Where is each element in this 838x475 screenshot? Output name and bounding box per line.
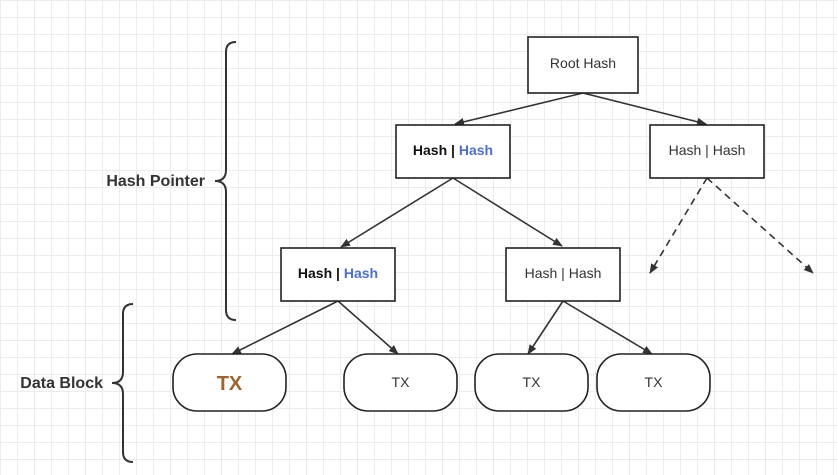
hash-pointer-brace xyxy=(214,41,237,321)
hash-separator: | xyxy=(447,142,459,158)
edge-l2left-tx1 xyxy=(231,300,339,355)
edge-l2left-tx2 xyxy=(337,300,399,355)
hash-node-level1-left: Hash | Hash xyxy=(395,124,511,179)
hash-node-level1-right-text: Hash | Hash xyxy=(669,142,746,158)
hash-node-level2-right-text: Hash | Hash xyxy=(525,265,602,281)
tx-block-4: TX xyxy=(596,353,711,412)
tx-block-1: TX xyxy=(172,353,287,412)
hash-left-part: Hash xyxy=(298,265,332,281)
hash-right-part-highlighted: Hash xyxy=(344,265,378,281)
hash-node-level1-right: Hash | Hash xyxy=(649,124,765,179)
hash-pointer-label: Hash Pointer xyxy=(106,173,205,190)
tx-block-4-text: TX xyxy=(645,374,664,390)
hash-node-level2-right: Hash | Hash xyxy=(505,247,621,302)
hash-separator: | xyxy=(332,265,344,281)
edge-root-l1right xyxy=(582,92,707,126)
edge-l2right-tx3 xyxy=(527,300,564,355)
tx-block-3: TX xyxy=(474,353,589,412)
tx-block-2-text: TX xyxy=(392,374,411,390)
edge-l1right-dashed-left xyxy=(649,177,708,274)
edges xyxy=(231,92,814,355)
edge-root-l1left xyxy=(454,92,584,126)
hash-right-part-highlighted: Hash xyxy=(459,142,493,158)
hash-node-level2-left: Hash | Hash xyxy=(280,247,396,302)
edge-l1right-dashed-right xyxy=(706,177,814,274)
hash-left-part: Hash xyxy=(413,142,447,158)
data-block-label: Data Block xyxy=(20,375,103,392)
root-hash-text: Root Hash xyxy=(550,55,616,71)
tx-block-2: TX xyxy=(343,353,458,412)
hash-node-level2-left-text: Hash | Hash xyxy=(298,265,378,281)
tx-block-1-text: TX xyxy=(217,373,243,395)
edge-l1left-l2left xyxy=(340,177,454,248)
edge-l1left-l2right xyxy=(452,177,563,247)
hash-node-level1-left-text: Hash | Hash xyxy=(413,142,493,158)
edge-l2right-tx4 xyxy=(562,300,653,355)
tx-block-3-text: TX xyxy=(523,374,542,390)
data-block-brace xyxy=(111,303,134,463)
root-hash-node: Root Hash xyxy=(527,36,639,94)
